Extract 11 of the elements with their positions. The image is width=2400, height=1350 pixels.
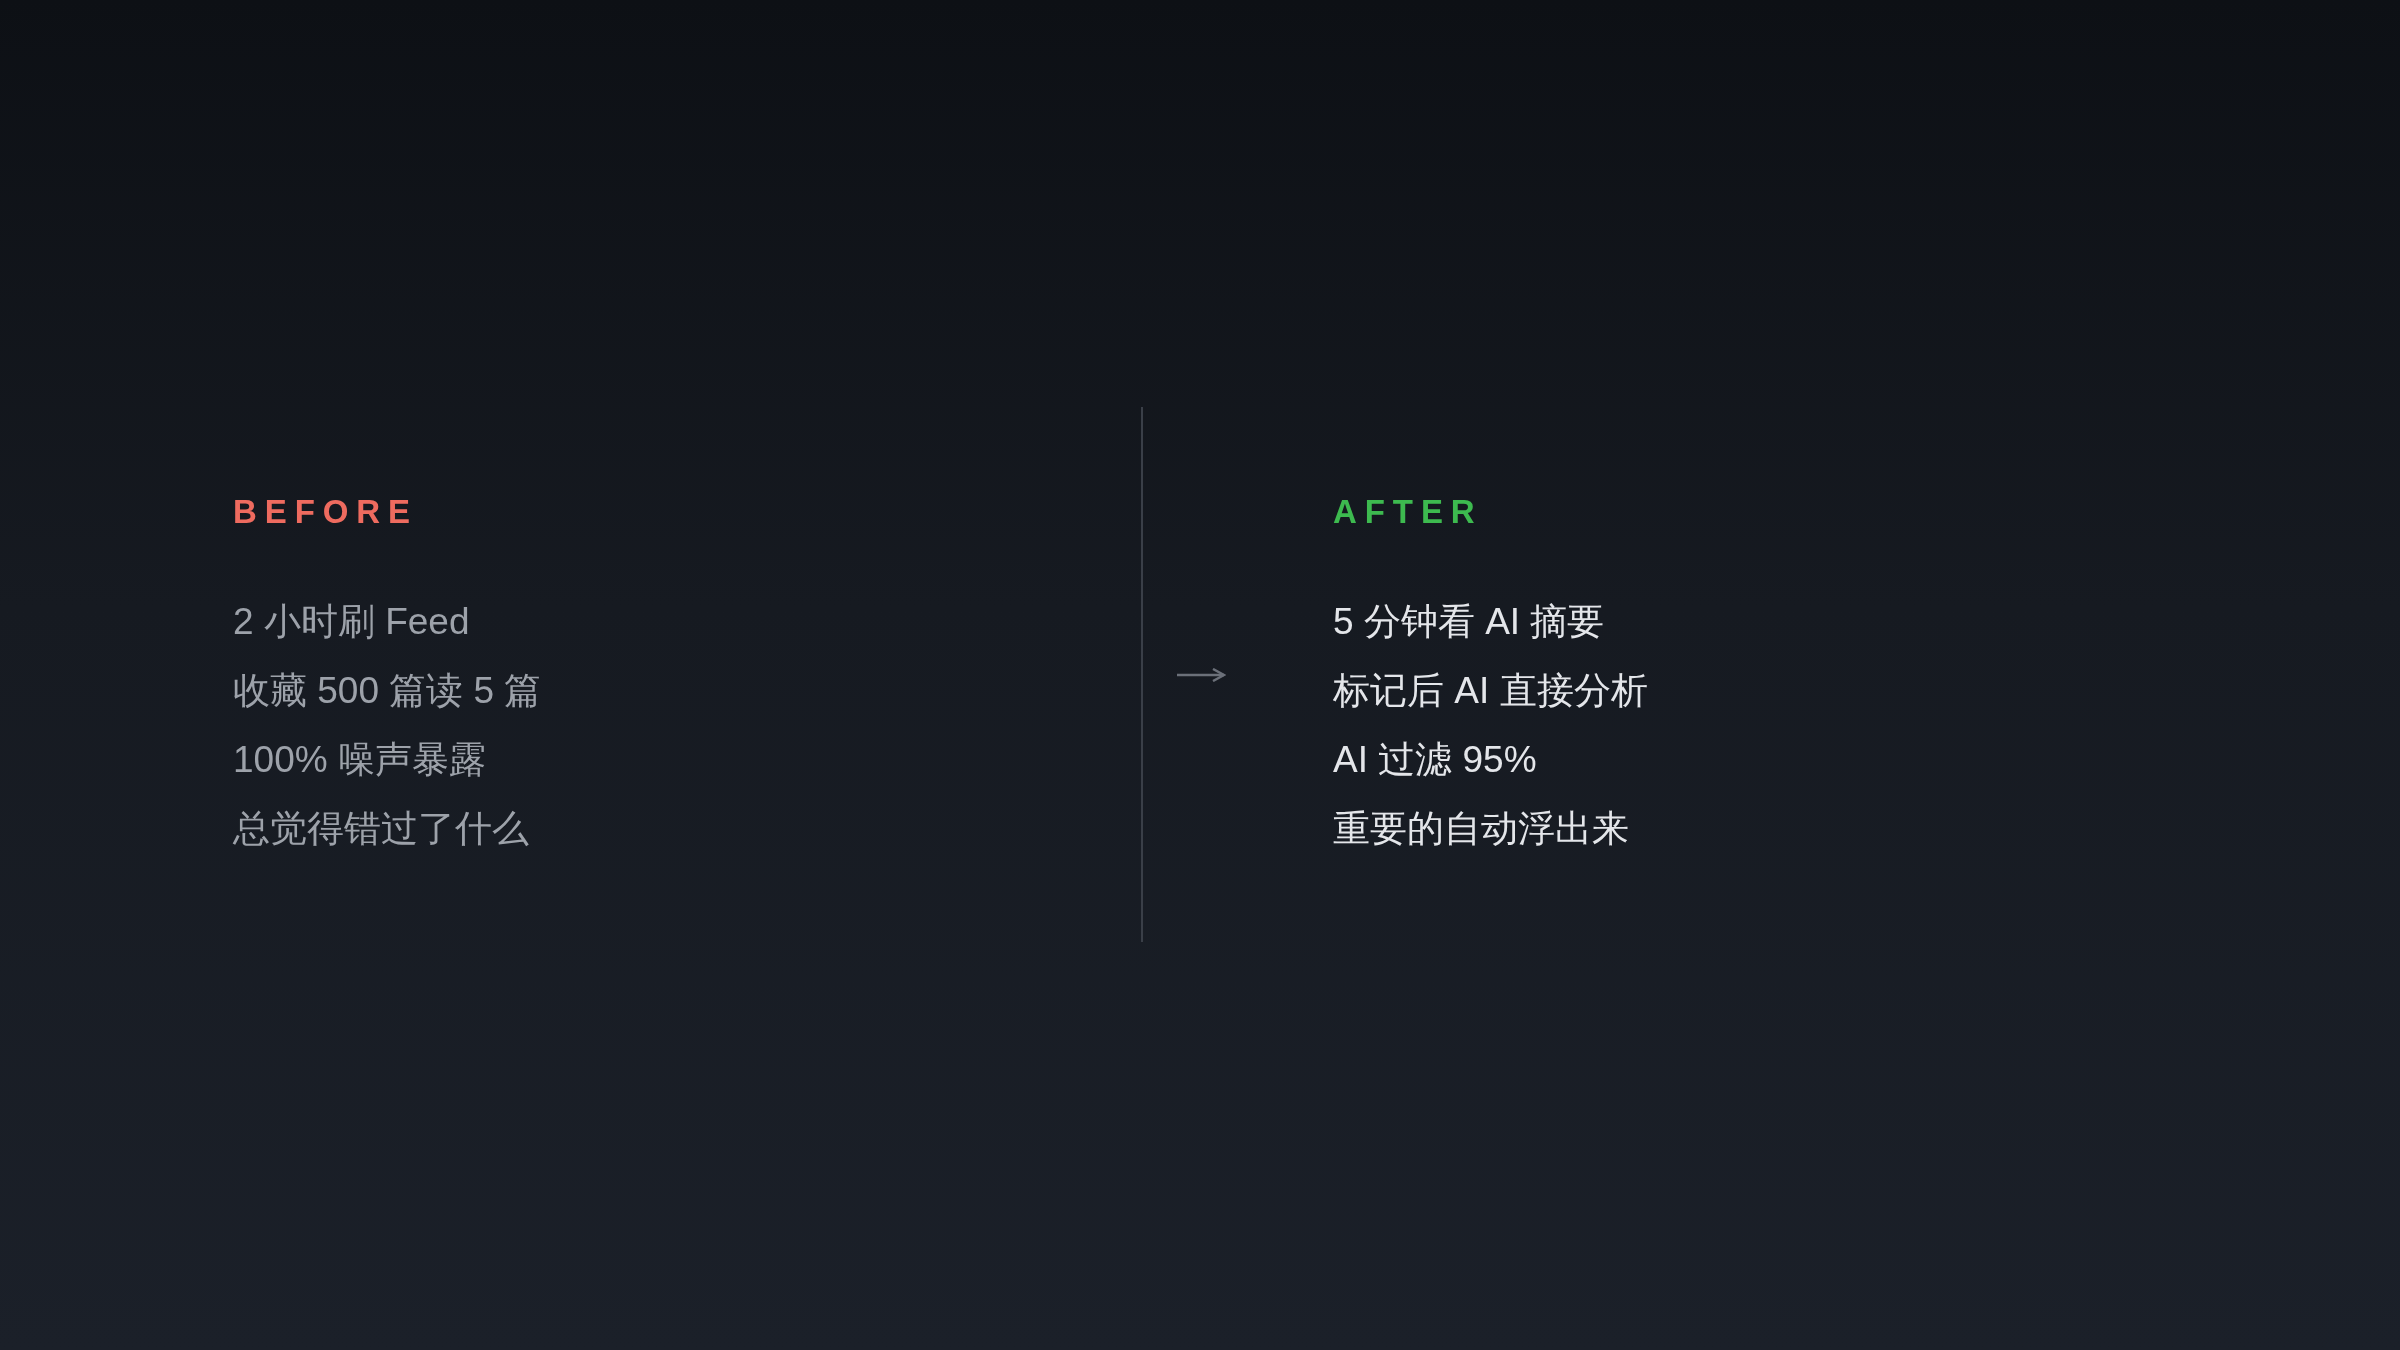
list-item: AI 过滤 95% bbox=[1333, 738, 1537, 782]
list-item: 5 分钟看 AI 摘要 bbox=[1333, 600, 1605, 644]
list-item: 收藏 500 篇读 5 篇 bbox=[233, 669, 542, 713]
list-item: 100% 噪声暴露 bbox=[233, 738, 486, 782]
list-item: 标记后 AI 直接分析 bbox=[1333, 669, 1648, 713]
list-item: 重要的自动浮出来 bbox=[1333, 807, 1629, 851]
column-heading: BEFORE bbox=[233, 492, 419, 532]
list-item: 总觉得错过了什么 bbox=[233, 807, 529, 851]
column-heading: AFTER bbox=[1333, 492, 1483, 532]
list-item: 2 小时刷 Feed bbox=[233, 600, 470, 644]
column-divider bbox=[233, 407, 1143, 942]
